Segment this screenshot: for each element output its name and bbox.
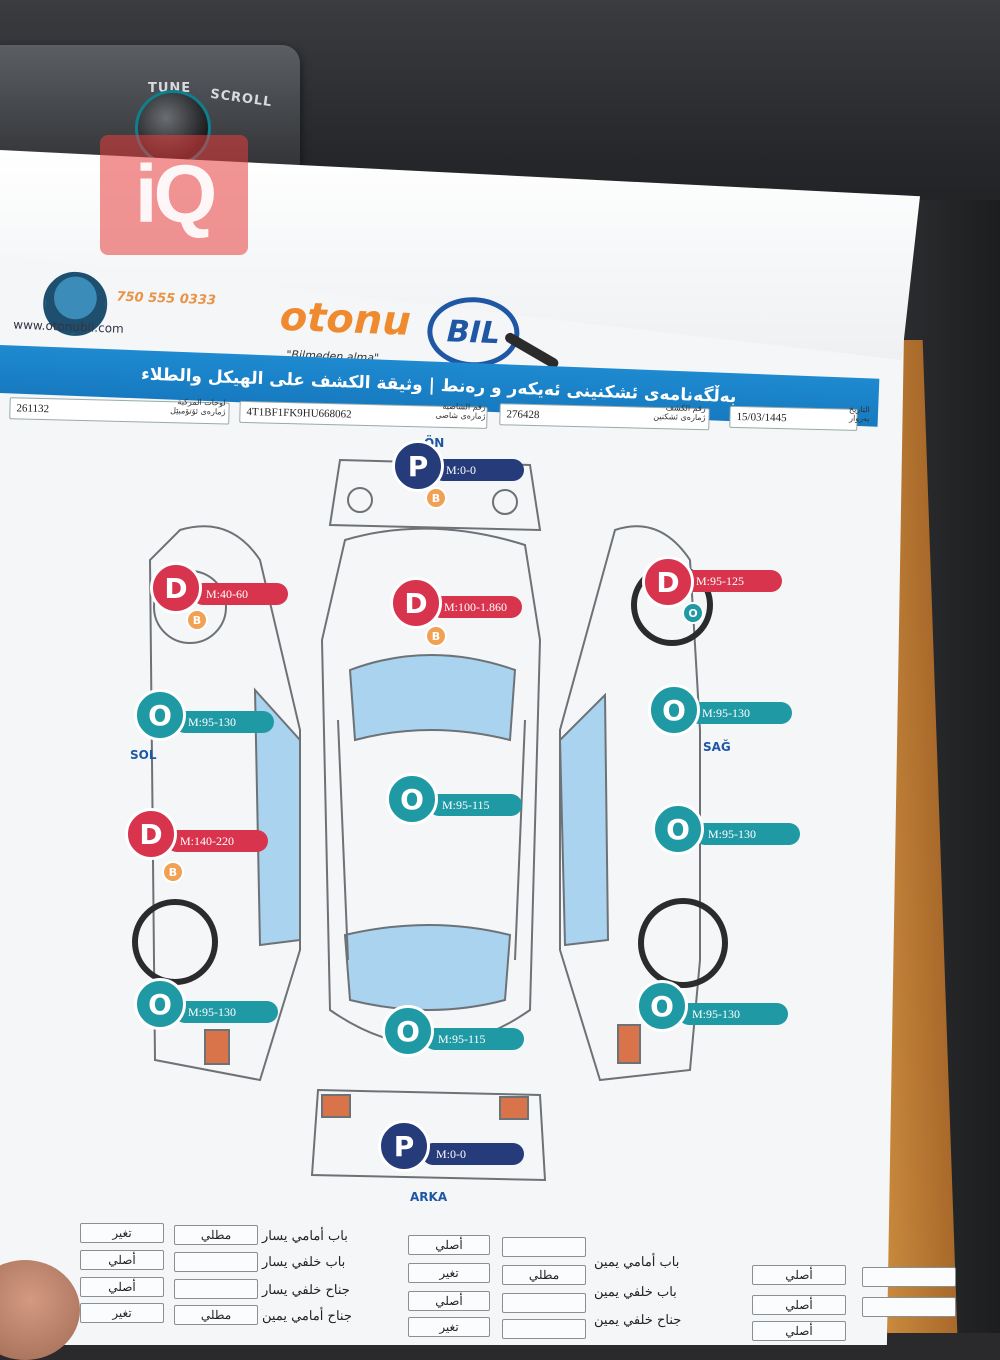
left-front-door-value: M:95-130: [174, 711, 274, 733]
right-front-fender-mini-o: O: [682, 602, 704, 624]
front-bumper-badge: P: [392, 440, 444, 492]
table-cell: مطلي: [174, 1305, 258, 1325]
watermark-logo: iQ: [100, 135, 248, 255]
table-cell: [502, 1293, 586, 1313]
table-cell: أصلي: [752, 1321, 846, 1341]
right-label: SAĞ: [703, 740, 731, 754]
table-cell: أصلي: [80, 1277, 164, 1297]
left-rear-fender-value: M:95-130: [174, 1001, 278, 1023]
trunk-badge: O: [382, 1005, 434, 1057]
left-rear-door-mini-b: B: [162, 861, 184, 883]
right-side-outline: [559, 525, 701, 1082]
hood-mini-b: B: [425, 625, 447, 647]
table-cell: تغير: [408, 1317, 490, 1337]
left-front-fender-mini-b: B: [186, 609, 208, 631]
table-cell: مطلي: [502, 1265, 586, 1285]
table-cell: تغير: [408, 1263, 490, 1283]
parts-table: باب أمامي يسار مطلي تغير باب خلفي يسار أ…: [0, 1215, 960, 1341]
top-right-edge: [514, 719, 526, 961]
table-row-label: جناح خلفي يسار: [262, 1283, 350, 1298]
left-rear-wheel: [132, 899, 218, 985]
left-rear-door-badge: D: [125, 808, 177, 860]
table-cell: [174, 1279, 258, 1299]
trunk-value: M:95-115: [424, 1028, 524, 1050]
table-cell: تغير: [80, 1223, 164, 1243]
table-cell-empty: [862, 1297, 956, 1317]
hood-badge: D: [390, 577, 442, 629]
right-rear-door-value: M:95-130: [694, 823, 800, 845]
table-cell: [502, 1237, 586, 1257]
right-front-door-badge: O: [648, 684, 700, 736]
roof-badge: O: [386, 773, 438, 825]
table-cell: أصلي: [752, 1295, 846, 1315]
front-bumper-mini-b: B: [425, 487, 447, 509]
windshield: [348, 654, 517, 742]
right-windows: [558, 692, 610, 947]
left-rear-door-value: M:140-220: [166, 830, 268, 852]
left-label: SOL: [130, 748, 157, 762]
front-light-right: [492, 489, 518, 515]
roof-value: M:95-115: [428, 794, 522, 816]
top-view-outline: [320, 527, 542, 1046]
top-left-edge: [337, 719, 349, 961]
right-front-fender-badge: D: [642, 556, 694, 608]
table-row-label: جناح خلفي يمين: [594, 1313, 682, 1328]
hood-value: M:100-1.860: [430, 596, 522, 618]
table-cell-empty: [862, 1267, 956, 1287]
table-row-label: باب خلفي يسار: [262, 1255, 346, 1270]
table-cell: أصلي: [752, 1265, 846, 1285]
rear-view-outline: [310, 1088, 547, 1182]
rear-window: [343, 924, 512, 1011]
rear-bumper-badge: P: [378, 1120, 430, 1172]
right-tail-light: [617, 1024, 641, 1064]
table-cell: مطلي: [174, 1225, 258, 1245]
left-side-outline: [148, 525, 301, 1082]
table-row-label: باب خلفي يمين: [594, 1285, 677, 1300]
table-cell: [174, 1252, 258, 1272]
table-cell: أصلي: [408, 1291, 490, 1311]
left-front-fender-badge: D: [150, 562, 202, 614]
left-front-door-badge: O: [134, 689, 186, 741]
front-bumper-value: M:0-0: [432, 459, 524, 481]
right-rear-door-badge: O: [652, 803, 704, 855]
table-cell: أصلي: [80, 1250, 164, 1270]
table-row-label: باب أمامي يمين: [594, 1255, 680, 1270]
back-label: ARKA: [410, 1190, 448, 1204]
left-front-fender-value: M:40-60: [192, 583, 288, 605]
left-rear-fender-badge: O: [134, 978, 186, 1030]
left-windows: [253, 687, 301, 947]
table-row-label: جناح أمامي يمين: [262, 1309, 352, 1324]
table-row-label: باب أمامي يسار: [262, 1229, 348, 1244]
rear-light-right: [499, 1096, 529, 1120]
table-cell: أصلي: [408, 1235, 490, 1255]
table-cell: [502, 1319, 586, 1339]
rear-bumper-value: M:0-0: [422, 1143, 524, 1165]
right-front-fender-value: M:95-125: [682, 570, 782, 592]
right-rear-wheel: [638, 898, 728, 988]
right-front-door-value: M:95-130: [688, 702, 792, 724]
right-rear-fender-value: M:95-130: [678, 1003, 788, 1025]
front-light-left: [347, 487, 373, 513]
rear-light-left: [321, 1094, 351, 1118]
right-rear-fender-badge: O: [636, 980, 688, 1032]
left-tail-light: [204, 1029, 230, 1065]
table-cell: تغير: [80, 1303, 164, 1323]
